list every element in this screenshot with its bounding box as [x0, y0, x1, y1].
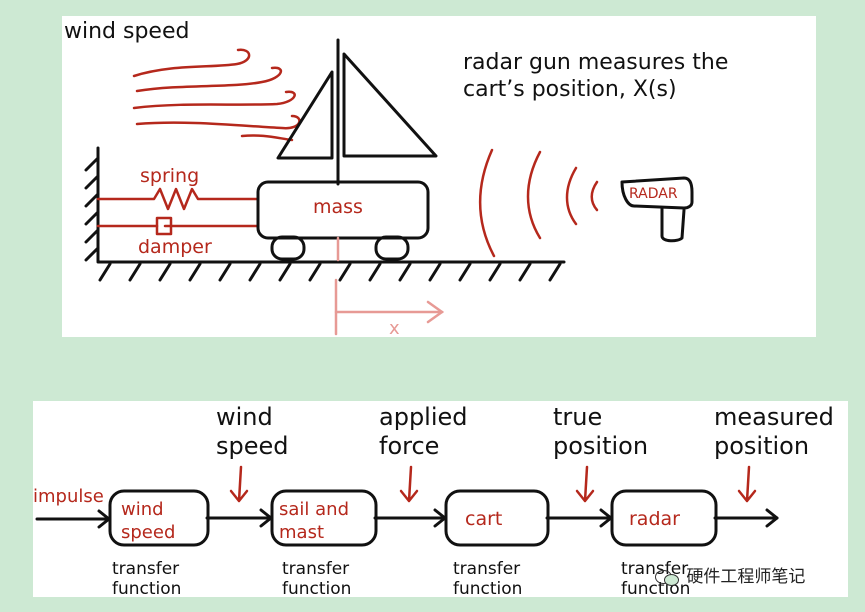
caption-cart-line2: function: [453, 579, 522, 597]
block-sail-and-mast-line1: sail and: [279, 499, 349, 520]
mass-label: mass: [313, 196, 363, 218]
block-radar-line1: radar: [629, 508, 680, 530]
input-arrow-true-position: [575, 465, 595, 503]
input-true-position-line2: position: [553, 432, 648, 460]
wind-gust-lines: [132, 48, 301, 142]
caption-cart-line1: transfer: [453, 559, 520, 579]
radar-gun: [620, 176, 694, 243]
input-measured-position-line1: measured: [714, 403, 834, 431]
input-arrow-measured-position: [737, 465, 757, 503]
caption-sail-line1: transfer: [282, 559, 349, 579]
block-diagram-panel: impulse wind speed sail and mast cart ra…: [33, 401, 848, 597]
wind-speed-label: wind speed: [64, 19, 189, 44]
cart-wheel-left: [270, 235, 306, 261]
input-wind-speed-line2: speed: [216, 432, 289, 460]
caption-sail-line2: function: [282, 579, 351, 597]
mass-cart: [256, 180, 430, 240]
input-true-position-line1: true: [553, 403, 602, 431]
position-axis: [334, 236, 445, 336]
wechat-icon: [655, 568, 681, 586]
block-cart-line1: cart: [465, 508, 502, 530]
x-label: x: [389, 318, 400, 337]
block-wind-speed: [108, 489, 210, 547]
damper-label: damper: [138, 236, 212, 258]
caption-wind-line1: transfer: [112, 559, 179, 579]
ground: [96, 260, 566, 282]
block-wind-speed-line2: speed: [121, 522, 175, 543]
watermark: 硬件工程师笔记: [655, 562, 805, 587]
spring: [96, 187, 260, 211]
input-arrow-wind: [229, 465, 249, 503]
spring-label: spring: [140, 165, 199, 187]
sail-and-mast: [276, 38, 438, 186]
damper: [96, 216, 260, 236]
input-wind-speed-line1: wind: [216, 403, 273, 431]
transfer-function-chain: impulse wind speed sail and mast cart ra…: [33, 403, 834, 597]
wall: [84, 146, 100, 263]
block-wind-speed-line1: wind: [121, 499, 164, 520]
caption-wind-line2: function: [112, 579, 181, 597]
input-measured-position-line2: position: [714, 432, 809, 460]
input-applied-force-line1: applied: [379, 403, 468, 431]
radar-waves: [479, 148, 599, 258]
cart-wheel-right: [374, 235, 410, 261]
physical-system-drawing: wind speed radar gun measures the cart’s…: [64, 19, 728, 337]
radar-caption-line2: cart’s position, X(s): [463, 77, 677, 102]
input-arrow-force: [399, 465, 419, 503]
block-sail-and-mast-line2: mast: [279, 522, 324, 543]
input-applied-force-line2: force: [379, 432, 439, 460]
physical-system-panel: wind speed radar gun measures the cart’s…: [62, 16, 816, 337]
block-radar: [610, 489, 718, 547]
radar-label: RADAR: [629, 186, 678, 202]
radar-caption-line1: radar gun measures the: [463, 50, 728, 75]
block-sail-and-mast: [270, 489, 378, 547]
block-cart: [444, 489, 550, 547]
impulse-label: impulse: [33, 486, 104, 507]
watermark-text: 硬件工程师笔记: [686, 567, 806, 587]
